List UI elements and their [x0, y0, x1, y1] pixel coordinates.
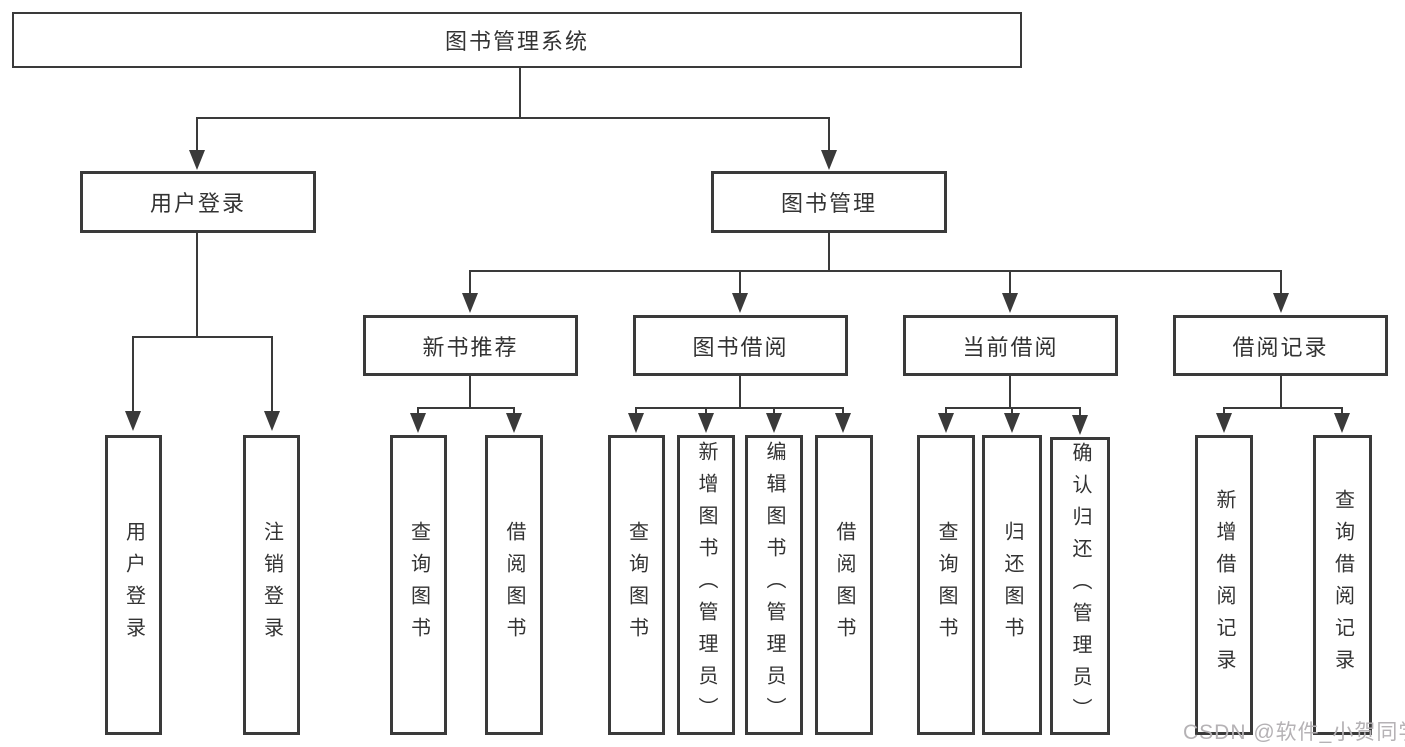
node-label: 新增图书（管理员） [695, 441, 717, 729]
node-label: 图书借阅 [692, 334, 789, 360]
connector-line [417, 407, 419, 418]
leaf-add-borrow-record: 新增借阅记录 [1195, 435, 1253, 735]
arrow-down-icon [732, 293, 748, 313]
leaf-query-borrow-record: 查询借阅记录 [1313, 435, 1372, 735]
arrow-down-icon [125, 411, 141, 431]
connector-line [196, 233, 198, 336]
connector-line [705, 407, 707, 418]
node-borrowing-records: 借阅记录 [1173, 315, 1388, 376]
leaf-add-book-admin: 新增图书（管理员） [677, 435, 735, 735]
connector-line [271, 336, 273, 414]
connector-line [773, 407, 775, 418]
node-user-login: 用户登录 [80, 171, 316, 233]
node-label: 新书推荐 [422, 334, 519, 360]
arrow-down-icon [698, 413, 714, 433]
node-label: 借阅记录 [1232, 334, 1329, 360]
node-label: 用户登录 [149, 191, 246, 216]
connector-line [635, 407, 637, 418]
connector-line [469, 270, 1282, 272]
node-book-management: 图书管理 [711, 171, 947, 233]
leaf-user-login: 用户登录 [105, 435, 162, 735]
connector-line [1011, 407, 1013, 418]
arrow-down-icon [1216, 413, 1232, 433]
arrow-down-icon [1002, 293, 1018, 313]
node-label: 查询借阅记录 [1331, 489, 1354, 681]
node-label: 图书管理系统 [444, 29, 589, 54]
node-label: 注销登录 [260, 521, 283, 649]
node-label: 查询图书 [407, 521, 430, 649]
connector-line [417, 407, 515, 409]
leaf-query-books-recommend: 查询图书 [390, 435, 447, 735]
connector-line [1223, 407, 1343, 409]
connector-line [469, 376, 471, 407]
csdn-watermark: CSDN @软件_小贺同学 [1183, 721, 1405, 744]
arrow-down-icon [938, 413, 954, 433]
node-label: 新增借阅记录 [1213, 489, 1235, 681]
connector-line [196, 117, 198, 153]
connector-line [132, 336, 273, 338]
leaf-return-books: 归还图书 [982, 435, 1042, 735]
arrow-down-icon [628, 413, 644, 433]
arrow-down-icon [189, 150, 205, 170]
connector-line [132, 336, 134, 414]
node-new-book-recommendation: 新书推荐 [363, 315, 578, 376]
node-label: 归还图书 [1001, 521, 1023, 649]
connector-line [635, 407, 844, 409]
arrow-down-icon [835, 413, 851, 433]
node-label: 查询图书 [935, 521, 957, 649]
connector-line [828, 117, 830, 153]
arrow-down-icon [462, 293, 478, 313]
connector-line [1341, 407, 1343, 418]
connector-line [739, 376, 741, 407]
connector-line [1223, 407, 1225, 418]
leaf-edit-book-admin: 编辑图书（管理员） [745, 435, 803, 735]
connector-line [945, 407, 1081, 409]
node-label: 查询图书 [625, 521, 648, 649]
connector-line [519, 68, 521, 119]
node-library-management-system: 图书管理系统 [12, 12, 1022, 68]
node-label: 编辑图书（管理员） [763, 441, 785, 729]
arrow-down-icon [1273, 293, 1289, 313]
connector-line [196, 117, 830, 119]
arrow-down-icon [766, 413, 782, 433]
node-label: 借阅图书 [833, 521, 855, 649]
leaf-query-books-current: 查询图书 [917, 435, 975, 735]
node-label: 借阅图书 [503, 521, 525, 649]
leaf-confirm-return-admin: 确认归还（管理员） [1050, 437, 1110, 735]
node-label: 用户登录 [122, 521, 145, 649]
connector-line [1079, 407, 1081, 420]
connector-line [513, 407, 515, 418]
connector-line [469, 270, 471, 298]
arrow-down-icon [506, 413, 522, 433]
node-label: 确认归还（管理员） [1069, 442, 1091, 730]
connector-line [1009, 376, 1011, 407]
arrow-down-icon [1004, 413, 1020, 433]
connector-line [945, 407, 947, 418]
arrow-down-icon [264, 411, 280, 431]
leaf-logout-login: 注销登录 [243, 435, 300, 735]
connector-line [739, 270, 741, 298]
connector-line [1009, 270, 1011, 298]
leaf-query-books-borrowing: 查询图书 [608, 435, 665, 735]
connector-line [842, 407, 844, 418]
arrow-down-icon [821, 150, 837, 170]
arrow-down-icon [1072, 415, 1088, 435]
arrow-down-icon [410, 413, 426, 433]
arrow-down-icon [1334, 413, 1350, 433]
node-book-borrowing: 图书借阅 [633, 315, 848, 376]
node-label: 图书管理 [780, 191, 877, 216]
connector-line [828, 233, 830, 272]
leaf-borrow-books-borrowing: 借阅图书 [815, 435, 873, 735]
connector-line [1280, 270, 1282, 298]
node-label: 当前借阅 [962, 334, 1059, 360]
node-current-borrowing: 当前借阅 [903, 315, 1118, 376]
connector-line [1280, 376, 1282, 407]
leaf-borrow-books-recommend: 借阅图书 [485, 435, 543, 735]
